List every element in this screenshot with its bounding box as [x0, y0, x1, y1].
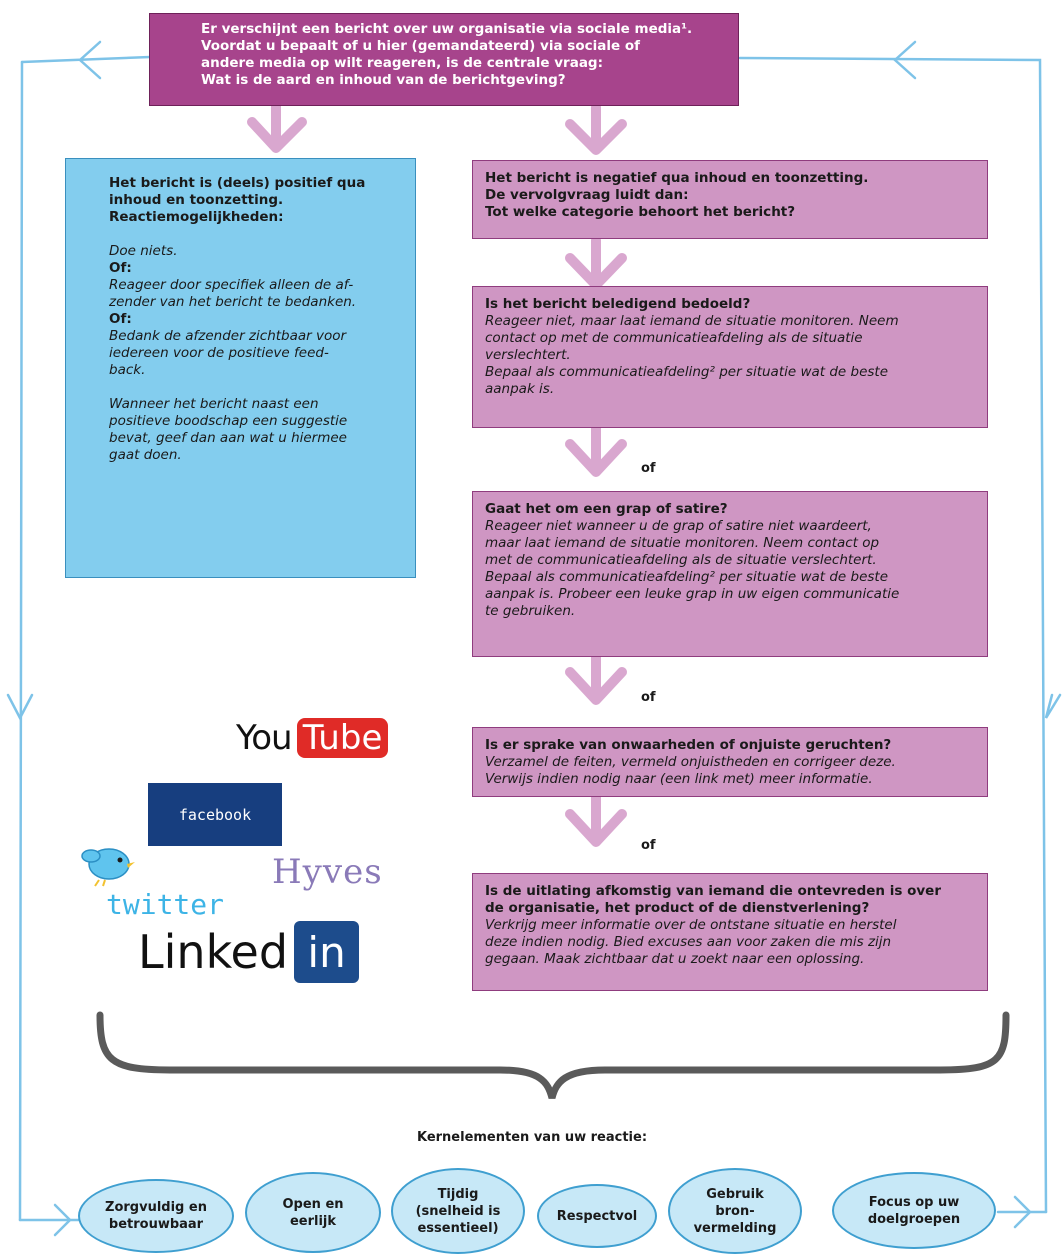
category-line: Reageer niet, maar laat iemand de situat… [485, 313, 899, 329]
category-line: aanpak is. [485, 381, 555, 397]
category-untruths-box: Is er sprake van onwaarheden of onjuiste… [472, 727, 988, 797]
category-line: Verkrijg meer informatie over de ontstan… [485, 917, 897, 933]
top-question-line: Wat is de aard en inhoud van de berichtg… [201, 72, 566, 88]
category-line: Reageer niet wanneer u de grap of satire… [485, 518, 872, 534]
positive-option-3-line: back. [109, 362, 146, 378]
positive-option-2-line: Reageer door specifiek alleen de af- [109, 277, 354, 293]
category-insulting-box: Is het bericht beledigend bedoeld? Reage… [472, 286, 988, 428]
frame-lines [6, 40, 1062, 1237]
category-title: Is er sprake van onwaarheden of onjuiste… [485, 737, 892, 753]
category-title: Gaat het om een grap of satire? [485, 501, 728, 517]
positive-title-line: Het bericht is (deels) positief qua [109, 175, 366, 191]
core-element-line: doelgroepen [867, 1211, 961, 1227]
negative-line: Tot welke categorie behoort het bericht? [485, 204, 796, 220]
category-line: Bepaal als communicatieafdeling² per sit… [485, 569, 889, 585]
or-connector: of [641, 690, 656, 705]
core-element-line: Zorgvuldig en [105, 1200, 207, 1215]
positive-note-line: bevat, geef dan aan wat u hiermee [109, 430, 347, 446]
core-element-line: Gebruik [706, 1186, 764, 1202]
core-element-respectful: Respectvol [537, 1184, 657, 1248]
category-title-line: Is de uitlating afkomstig van iemand die… [485, 883, 941, 899]
core-element-line: betrouwbaar [108, 1217, 204, 1232]
category-joke-satire-box: Gaat het om een grap of satire? Reageer … [472, 491, 988, 657]
arrow-to-category-2 [565, 422, 627, 477]
hyves-logo: Hyves [272, 852, 383, 892]
linkedin-logo-text: Linked [138, 925, 289, 979]
category-line: gegaan. Maak zichtbaar dat u zoekt naar … [485, 951, 865, 967]
positive-or-label: Of: [109, 311, 132, 327]
positive-note-line: Wanneer het bericht naast een [109, 396, 319, 412]
core-elements-heading: Kernelementen van uw reactie: [416, 1130, 648, 1145]
core-element-line: eerlijk [289, 1213, 337, 1229]
arrow-to-category-1 [565, 235, 627, 290]
linkedin-logo: Linked in [138, 921, 360, 983]
twitter-logo: twitter [106, 888, 225, 921]
grouping-brace [96, 1011, 1010, 1099]
top-question-line: Er verschijnt een bericht over uw organi… [201, 21, 693, 37]
category-line: verslechtert. [485, 347, 571, 363]
core-element-line: Respectvol [556, 1208, 638, 1224]
arrow-to-positive [247, 100, 307, 153]
category-line: contact op met de communicatieafdeling a… [485, 330, 863, 346]
core-element-careful: Zorgvuldig en betrouwbaar [78, 1179, 234, 1253]
positive-or-label: Of: [109, 260, 132, 276]
negative-line: De vervolgvraag luidt dan: [485, 187, 689, 203]
category-dissatisfied-box: Is de uitlating afkomstig van iemand die… [472, 873, 988, 991]
positive-note-line: positieve boodschap een suggestie [109, 413, 348, 429]
core-element-line: bron- [715, 1203, 755, 1219]
flow-arrows [247, 100, 627, 847]
core-element-line: Open en [282, 1196, 344, 1212]
top-question-line: andere media op wilt reageren, is de cen… [201, 55, 603, 71]
core-element-line: Tijdig [437, 1186, 479, 1202]
category-line: met de communicatieafdeling als de situa… [485, 552, 877, 568]
arrow-to-category-3 [565, 650, 627, 705]
negative-message-box: Het bericht is negatief qua inhoud en to… [472, 160, 988, 239]
positive-note-line: gaat doen. [109, 447, 182, 463]
positive-option-3-line: iedereen voor de positieve feed- [109, 345, 329, 361]
youtube-logo: You Tube [236, 718, 389, 758]
category-line: maar laat iemand de situatie monitoren. … [485, 535, 880, 551]
facebook-logo: facebook [148, 783, 282, 846]
top-question-box: Er verschijnt een bericht over uw organi… [149, 13, 739, 106]
category-title: Is het bericht beledigend bedoeld? [485, 296, 751, 312]
or-connector: of [641, 838, 656, 853]
category-line: Verzamel de feiten, vermeld onjuistheden… [485, 754, 896, 770]
category-line: te gebruiken. [485, 603, 576, 619]
arrow-to-category-4 [565, 791, 627, 847]
core-element-line: essentieel) [417, 1220, 499, 1236]
arrow-to-negative [565, 102, 627, 155]
positive-option-1: Doe niets. [109, 243, 178, 259]
category-line: deze indien nodig. Bied excuses aan voor… [485, 934, 892, 950]
top-question-line: Voordat u bepaalt of u hier (gemandateer… [201, 38, 640, 54]
youtube-logo-tube: Tube [296, 718, 389, 758]
positive-title-line: inhoud en toonzetting. [109, 192, 284, 208]
linkedin-logo-in: in [294, 921, 360, 983]
category-line: Bepaal als communicatieafdeling² per sit… [485, 364, 889, 380]
twitter-bird-icon [81, 848, 135, 887]
positive-message-box: Het bericht is (deels) positief qua inho… [65, 158, 416, 578]
positive-option-2-line: zender van het bericht te bedanken. [109, 294, 357, 310]
positive-option-3-line: Bedank de afzender zichtbaar voor [109, 328, 347, 344]
category-title-line: de organisatie, het product of de dienst… [485, 900, 870, 916]
core-element-line: Focus op uw [868, 1194, 960, 1210]
core-element-line: (snelheid is [415, 1203, 501, 1219]
youtube-logo-you: You [236, 718, 293, 758]
core-element-line: vermelding [693, 1220, 777, 1236]
category-line: aanpak is. Probeer een leuke grap in uw … [485, 586, 900, 602]
positive-title-line: Reactiemogelijkheden: [109, 209, 284, 225]
or-connector: of [641, 461, 656, 476]
category-line: Verwijs indien nodig naar (een link met)… [485, 771, 873, 787]
negative-line: Het bericht is negatief qua inhoud en to… [485, 170, 869, 186]
